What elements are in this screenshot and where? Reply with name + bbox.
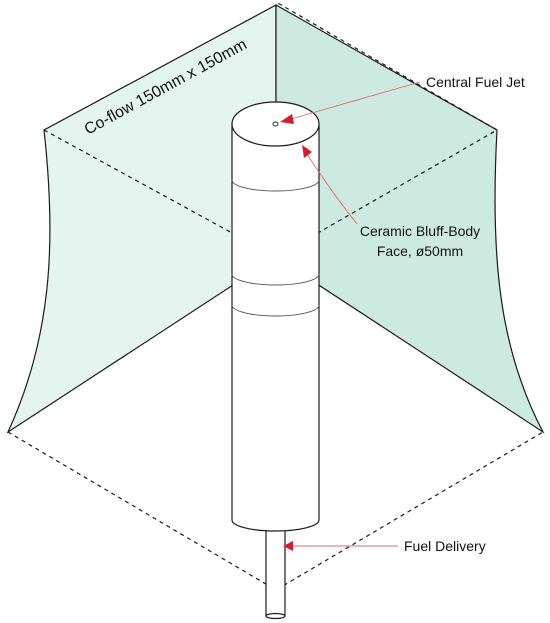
fuel-delivery-label: Fuel Delivery [404, 538, 486, 554]
leader-lines [283, 81, 421, 547]
ring-band-1 [231, 179, 320, 192]
bluff-body-label-line2: Face, ø50mm [377, 243, 463, 259]
coflow-left-panel [6, 3, 277, 434]
arrowhead-fuel-delivery [283, 541, 293, 551]
arrowhead-bluff-body [302, 145, 312, 158]
fuel-delivery-tube [265, 523, 286, 620]
arrowhead-central-fuel-jet [280, 114, 294, 124]
arrowheads [280, 114, 312, 551]
central-fuel-jet-label: Central Fuel Jet [426, 74, 525, 90]
central-jet-hole [272, 121, 279, 127]
ring-band-2 [231, 273, 320, 286]
leader-bluff-body [302, 147, 358, 225]
bluff-body-cylinder [231, 101, 320, 532]
ring-band-3 [231, 304, 320, 317]
bluff-body-label-line1: Ceramic Bluff-Body [360, 223, 480, 239]
leader-central-fuel-jet [283, 81, 421, 122]
coflow-right-panel [275, 3, 545, 434]
